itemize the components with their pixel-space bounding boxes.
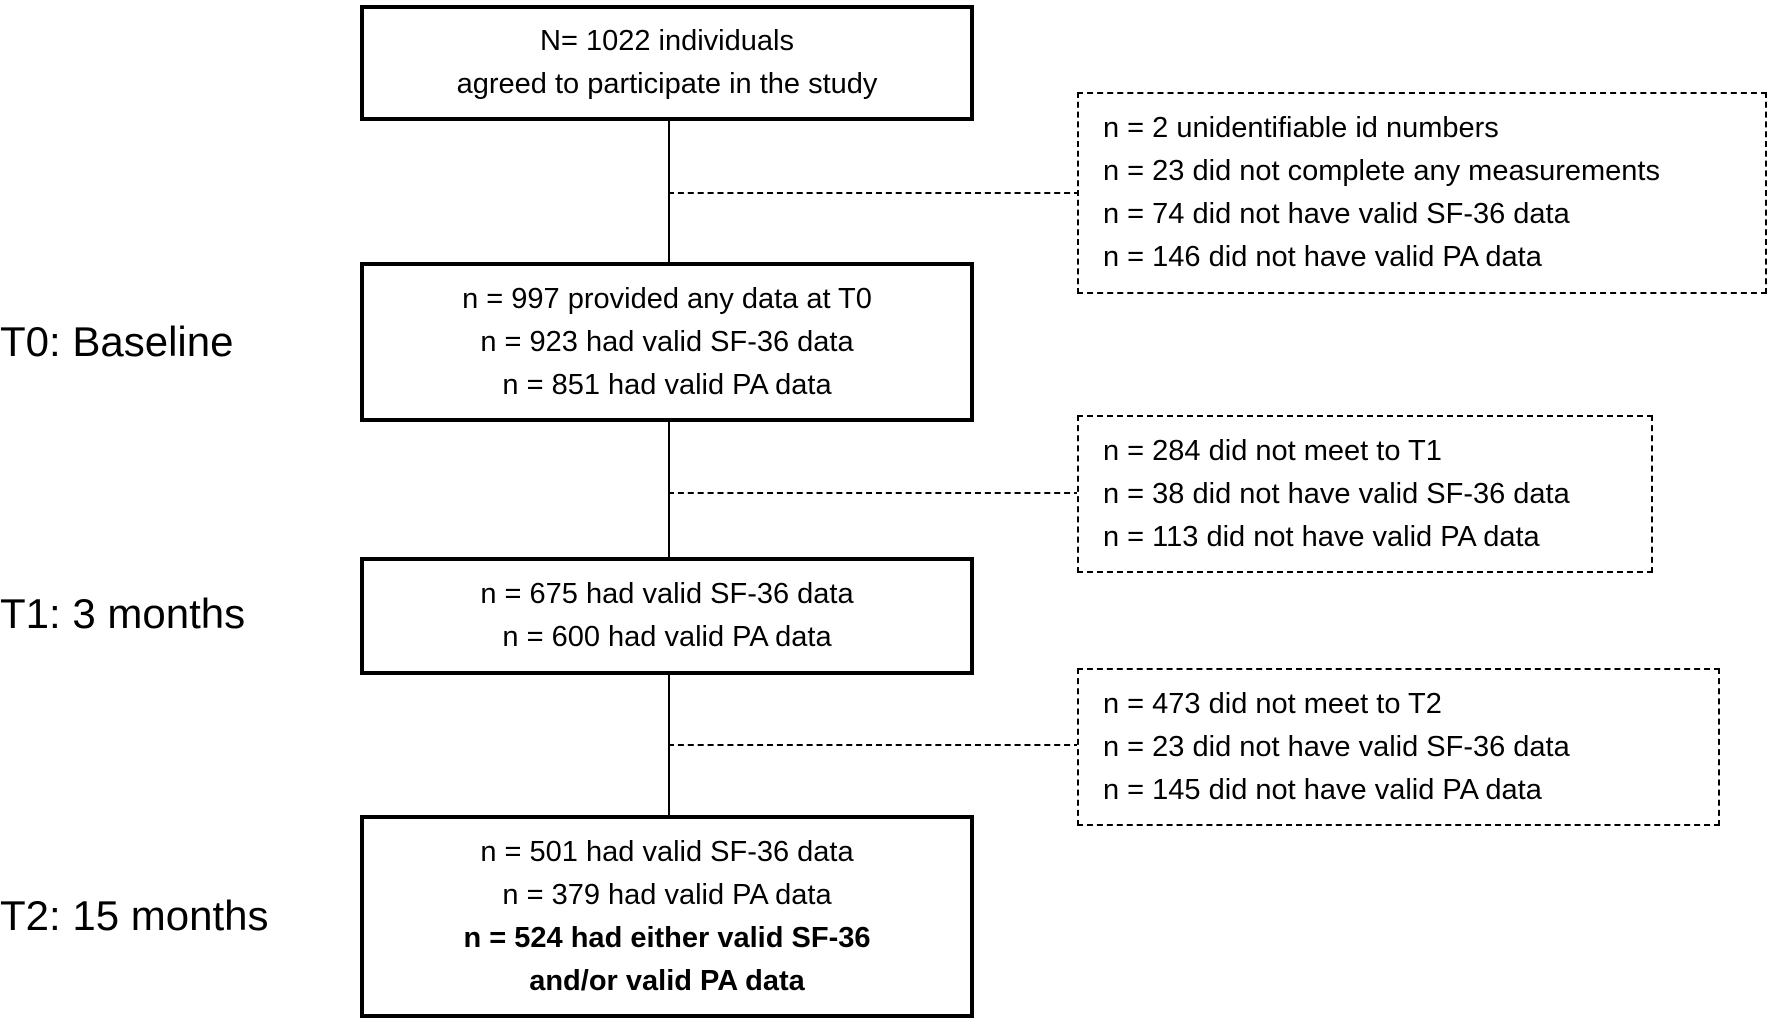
connector-enrolled-to-baseline [668, 118, 670, 264]
timepoint-label-t1: T1: 3 months [0, 590, 246, 637]
connector-t1-to-t2 [668, 675, 670, 818]
t2-line-2: n = 379 had valid PA data [502, 878, 832, 911]
baseline-line-2: n = 923 had valid SF-36 data [480, 325, 854, 358]
timepoint-label-t0: T0: Baseline [0, 318, 234, 365]
t2-bold-line-2: and/or valid PA data [529, 964, 805, 997]
enrolled-box: N= 1022 individuals agreed to participat… [360, 5, 974, 121]
t2-line-1: n = 501 had valid SF-36 data [480, 835, 854, 868]
exclusion-3-line-2: n = 23 did not have valid SF-36 data [1103, 730, 1570, 763]
exclusion-3-line-1: n = 473 did not meet to T2 [1103, 687, 1442, 720]
exclusion-2-line-3: n = 113 did not have valid PA data [1103, 520, 1540, 553]
exclusion-box-3: n = 473 did not meet to T2 n = 23 did no… [1077, 668, 1720, 826]
dashed-connector-exclusion-1 [668, 192, 1080, 194]
dashed-connector-exclusion-2 [668, 492, 1080, 494]
exclusion-1-line-4: n = 146 did not have valid PA data [1103, 241, 1542, 273]
t2-bold-line-1: n = 524 had either valid SF-36 [463, 921, 871, 954]
exclusion-2-line-2: n = 38 did not have valid SF-36 data [1103, 477, 1570, 510]
enrolled-line-1: N= 1022 individuals [540, 25, 794, 57]
enrolled-line-2: agreed to participate in the study [456, 68, 878, 100]
exclusion-1-line-1: n = 2 unidentifiable id numbers [1103, 112, 1499, 144]
exclusion-3-line-3: n = 145 did not have valid PA data [1103, 773, 1542, 806]
exclusion-2-line-1: n = 284 did not meet to T1 [1103, 434, 1442, 467]
exclusion-1-line-2: n = 23 did not complete any measurements [1103, 155, 1660, 187]
t1-line-2: n = 600 had valid PA data [502, 621, 832, 653]
connector-baseline-to-t1 [668, 420, 670, 560]
baseline-box: n = 997 provided any data at T0 n = 923 … [360, 262, 974, 422]
exclusion-1-line-3: n = 74 did not have valid SF-36 data [1103, 198, 1570, 230]
timepoint-label-t2: T2: 15 months [0, 892, 269, 939]
t2-box: n = 501 had valid SF-36 data n = 379 had… [360, 815, 974, 1018]
t1-box: n = 675 had valid SF-36 data n = 600 had… [360, 557, 974, 675]
baseline-line-1: n = 997 provided any data at T0 [462, 282, 872, 315]
dashed-connector-exclusion-3 [668, 744, 1080, 746]
baseline-line-3: n = 851 had valid PA data [502, 368, 832, 401]
exclusion-box-1: n = 2 unidentifiable id numbers n = 23 d… [1077, 92, 1767, 294]
exclusion-box-2: n = 284 did not meet to T1 n = 38 did no… [1077, 415, 1653, 573]
t1-line-1: n = 675 had valid SF-36 data [480, 578, 854, 610]
